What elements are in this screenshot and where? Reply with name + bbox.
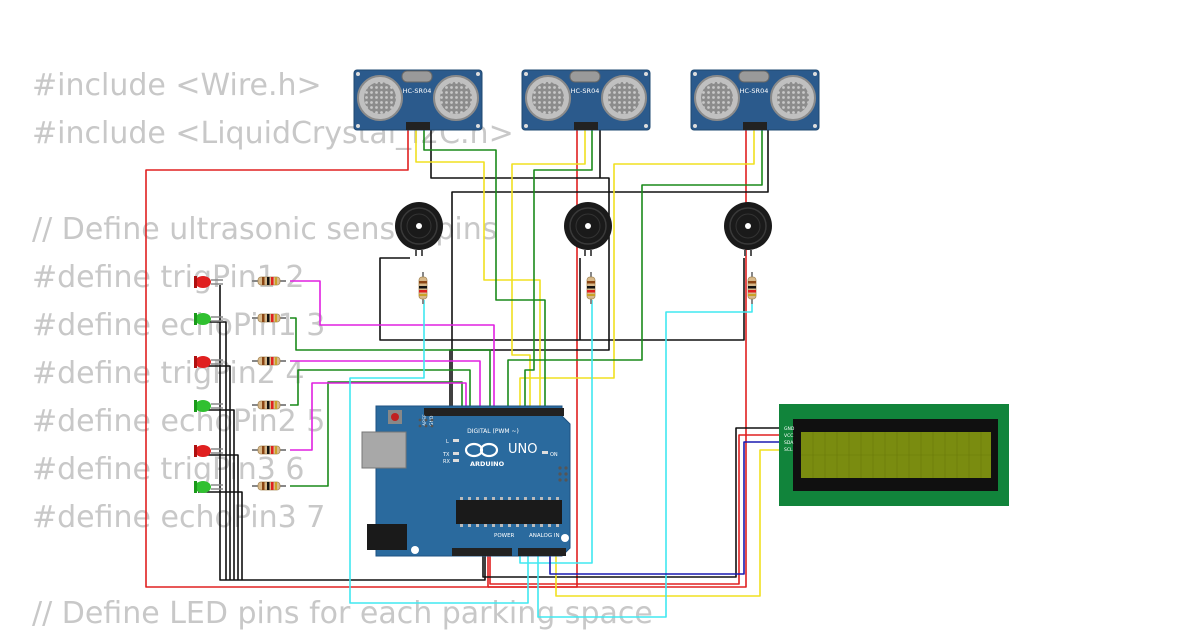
- wire-cyan: [537, 300, 753, 618]
- wire-black: [219, 285, 486, 581]
- wire-magenta: [290, 280, 495, 415]
- buzzer-3[interactable]: [723, 201, 773, 257]
- resistor[interactable]: [418, 271, 428, 305]
- wire-green: [524, 126, 593, 415]
- digital-header: [424, 408, 564, 416]
- wire-black: [198, 491, 243, 580]
- wire-green: [507, 126, 763, 415]
- wire-black: [451, 126, 769, 415]
- wire-black: [379, 257, 745, 341]
- wire-red: [145, 126, 489, 588]
- atmega-chip: [456, 500, 562, 524]
- resistor[interactable]: [251, 481, 287, 491]
- arduino-uno-board[interactable]: DIGITAL (PWM ~) AREF GND ARDUINO UNO L T…: [361, 405, 571, 557]
- led-l-label: L: [446, 439, 449, 445]
- wire-green: [423, 126, 546, 415]
- sensor-label: HC-SR04: [403, 87, 432, 95]
- power-header: [452, 548, 512, 556]
- sensor-label: HC-SR04: [571, 87, 600, 95]
- buzzer-2[interactable]: [563, 201, 613, 257]
- power-jack: [367, 524, 407, 550]
- wire-green: [290, 369, 471, 415]
- led-red[interactable]: [194, 276, 223, 288]
- digital-label: DIGITAL (PWM ~): [467, 428, 519, 435]
- buzzer-1[interactable]: [394, 201, 444, 257]
- lcd-pin-label: SDA: [784, 440, 794, 446]
- power-label: POWER: [494, 533, 515, 539]
- brand-label: ARDUINO: [470, 460, 505, 468]
- resistor[interactable]: [251, 276, 287, 286]
- lcd-pin-label: VCC: [784, 433, 793, 439]
- wire-green: [290, 317, 491, 415]
- lcd-i2c-display[interactable]: GND VCC SDA SCL: [779, 404, 1009, 506]
- wire-black: [198, 409, 235, 580]
- reset-button[interactable]: [391, 413, 399, 421]
- led-red[interactable]: [194, 445, 223, 457]
- ultrasonic-sensor-2[interactable]: HC-SR04: [521, 69, 651, 131]
- sensor-label: HC-SR04: [740, 87, 769, 95]
- resistor[interactable]: [251, 356, 287, 366]
- analog-header: [518, 548, 566, 556]
- lcd-pin-label: GND: [784, 426, 795, 432]
- analog-label: ANALOG IN: [529, 533, 560, 539]
- resistor[interactable]: [251, 313, 287, 323]
- wire-yellow: [415, 126, 541, 415]
- led-rx-label: RX: [443, 459, 450, 465]
- wire-red: [488, 126, 747, 588]
- wires: [145, 126, 782, 618]
- wire-yellow: [555, 449, 782, 597]
- wire-blue: [549, 441, 782, 575]
- resistor[interactable]: [586, 271, 596, 305]
- wire-yellow: [511, 126, 586, 415]
- resistor[interactable]: [251, 400, 287, 410]
- wire-black: [482, 427, 782, 578]
- wire-cyan: [349, 300, 529, 604]
- led-tx-label: TX: [442, 452, 450, 458]
- model-label: UNO: [508, 442, 537, 457]
- wire-yellow: [519, 126, 755, 415]
- wire-magenta: [290, 360, 481, 415]
- led-red[interactable]: [194, 356, 223, 368]
- led-green[interactable]: [194, 481, 223, 493]
- usb-port: [361, 431, 407, 469]
- resistor[interactable]: [747, 271, 757, 305]
- wire-black: [198, 454, 239, 580]
- ultrasonic-sensor-1[interactable]: HC-SR04: [353, 69, 483, 131]
- ultrasonic-sensor-3[interactable]: HC-SR04: [690, 69, 820, 131]
- wire-red: [489, 434, 782, 585]
- led-green[interactable]: [194, 313, 223, 325]
- on-label: ON: [550, 452, 558, 458]
- wire-green: [290, 381, 463, 487]
- resistor[interactable]: [251, 445, 287, 455]
- wire-magenta: [290, 382, 467, 451]
- lcd-pin-label: SCL: [784, 447, 793, 453]
- led-green[interactable]: [194, 400, 223, 412]
- arduino-logo: [464, 442, 499, 458]
